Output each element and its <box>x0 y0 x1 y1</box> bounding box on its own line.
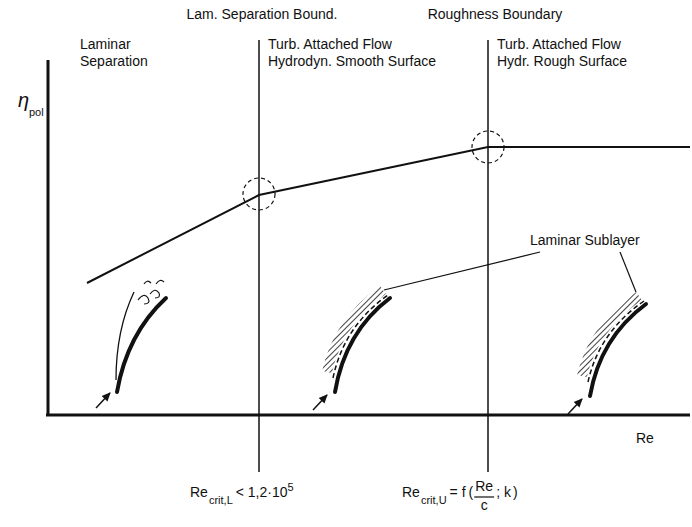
blade-profile <box>117 298 166 392</box>
formula-text: Re <box>475 478 493 495</box>
region-label: Laminar Separation <box>80 36 175 70</box>
laminar-sublayer-line <box>333 295 388 378</box>
boundary-layer-hatch <box>327 290 383 372</box>
formula-text: c <box>481 497 488 514</box>
efficiency-curve <box>87 147 690 283</box>
separation-vortices <box>138 280 164 304</box>
x-axis <box>46 414 690 417</box>
leader-line <box>384 252 540 290</box>
boundary-title: Roughness Boundary <box>428 6 563 23</box>
axis-subscript: pol <box>29 104 44 121</box>
boundary-title: Lam. Separation Bound. <box>187 6 338 23</box>
formula-text: Re <box>190 484 208 501</box>
formula-text: ; k <box>496 484 511 501</box>
formula-text: ) <box>513 484 518 501</box>
formula-superscript: 5 <box>288 479 294 496</box>
y-axis <box>47 60 50 416</box>
inflow-arrow <box>96 393 110 408</box>
boundary-line <box>258 40 260 472</box>
formula-text: Re <box>402 484 420 501</box>
critical-point-circle <box>243 178 275 210</box>
callout-label: Laminar Sublayer <box>530 232 640 249</box>
axis-symbol: η <box>18 92 29 109</box>
formula-subscript: crit,L <box>209 492 233 509</box>
formula-text: = f <box>450 484 466 501</box>
inflow-arrow <box>313 395 327 410</box>
region-label: Turb. Attached Flow Hydr. Rough Surface <box>497 36 649 70</box>
inflow-arrow <box>568 399 582 414</box>
separation-streamline <box>116 292 134 380</box>
critical-point-circle <box>472 131 504 163</box>
formula-text: ( <box>469 484 474 501</box>
axis-label: Re <box>636 430 654 447</box>
boundary-line <box>487 40 489 472</box>
laminar-sublayer-line <box>588 301 644 382</box>
formula-text: < 1,2·10 <box>236 484 288 501</box>
boundary-layer-hatch <box>582 296 639 376</box>
formula-subscript: crit,U <box>421 492 447 509</box>
leader-line <box>620 252 636 292</box>
region-label: Turb. Attached Flow Hydrodyn. Smooth Sur… <box>268 36 450 70</box>
